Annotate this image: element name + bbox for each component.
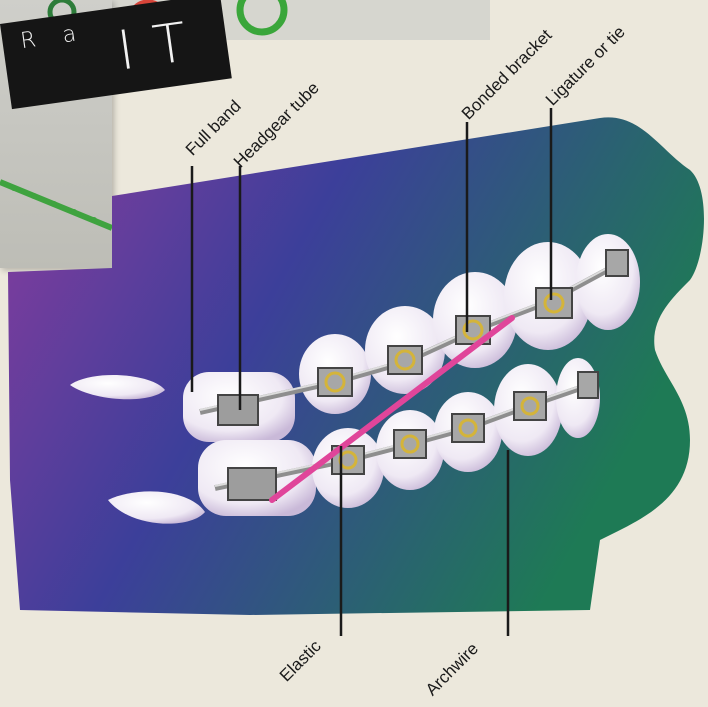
- bracket: [228, 468, 276, 500]
- headgear-tube: [218, 395, 258, 425]
- bracket: [606, 250, 628, 276]
- bracket: [578, 372, 598, 398]
- bracket: [452, 414, 484, 442]
- bracket: [394, 430, 426, 458]
- bracket: [514, 392, 546, 420]
